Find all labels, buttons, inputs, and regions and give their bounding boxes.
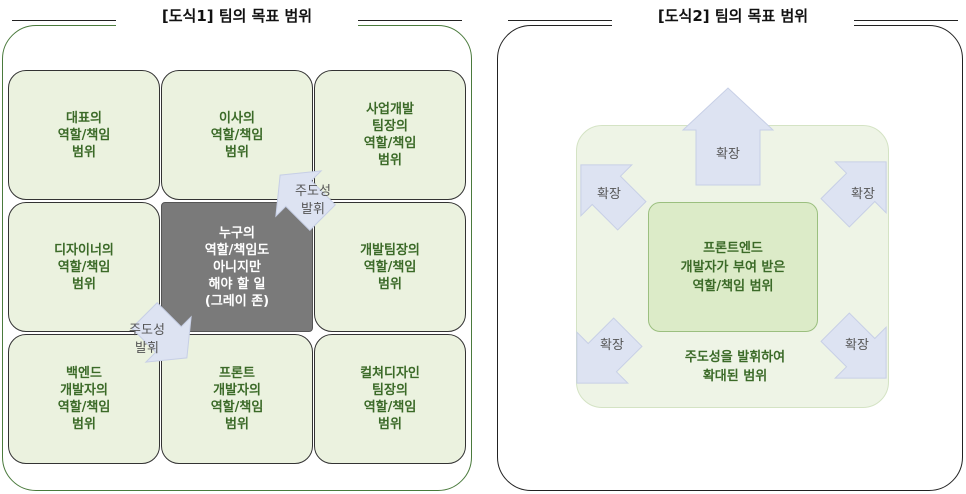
cell-culture-design-lead: 컬쳐디자인 팀장의 역할/책임 범위 (314, 334, 466, 464)
diagram1-title-wrap: [도식1] 팀의 목표 범위 (116, 0, 358, 30)
cell-bizdev-lead: 사업개발 팀장의 역할/책임 범위 (314, 70, 466, 200)
title-line-right-2 (854, 20, 958, 21)
title-line-left-2 (508, 20, 612, 21)
expand-label-upper-left: 확장 (597, 187, 621, 202)
title-line-right-1 (358, 20, 462, 21)
initiative-label-bottom: 주도성 발휘 (129, 323, 165, 356)
frontend-role-box: 프론트엔드 개발자가 부여 받은 역할/책임 범위 (648, 202, 818, 332)
expand-arrow-lower-right (820, 312, 887, 379)
cell-designer: 디자이너의 역할/책임 범위 (8, 202, 160, 332)
expand-label-lower-right: 확장 (845, 338, 869, 353)
initiative-arrow-top (275, 170, 336, 231)
expanded-scope-label: 주도성을 발휘하여 확대된 범위 (684, 350, 786, 384)
cell-ceo: 대표의 역할/책임 범위 (8, 70, 160, 200)
initiative-label-top: 주도성 발휘 (295, 184, 331, 217)
diagram2-title: [도식2] 팀의 목표 범위 (657, 6, 809, 25)
cell-frontend-dev: 프론트 개발자의 역할/책임 범위 (161, 334, 313, 464)
expand-arrow-upper-right (820, 161, 887, 228)
expand-label-upper-right: 확장 (851, 187, 875, 202)
expand-arrow-upper-left (580, 164, 647, 231)
initiative-arrow-bottom (131, 302, 192, 363)
cell-gray-zone: 누구의 역할/책임도 아니지만 해야 할 일 (그레이 존) (161, 202, 313, 332)
title-line-left-1 (12, 20, 116, 21)
expand-label-lower-left: 확장 (600, 338, 624, 353)
diagram2-title-wrap: [도식2] 팀의 목표 범위 (612, 0, 854, 30)
diagram1-title: [도식1] 팀의 목표 범위 (161, 6, 313, 25)
cell-backend-dev: 백엔드 개발자의 역할/책임 범위 (8, 334, 160, 464)
expand-label-up: 확장 (716, 147, 740, 162)
expand-arrow-up (681, 87, 775, 186)
cell-dev-lead: 개발팀장의 역할/책임 범위 (314, 202, 466, 332)
expand-arrow-lower-left (576, 317, 643, 384)
